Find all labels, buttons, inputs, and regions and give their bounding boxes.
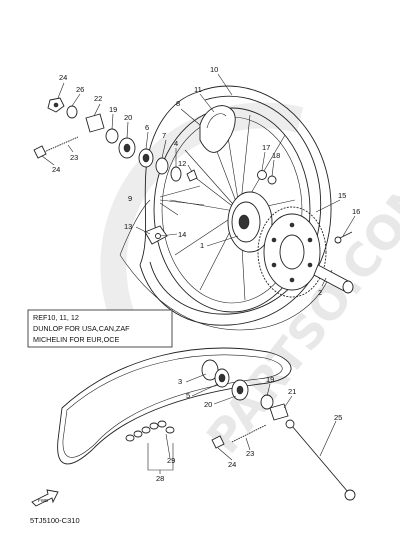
callout-20-upper: 20 bbox=[124, 113, 132, 122]
callout-5-lower: 5 bbox=[186, 391, 190, 400]
callout-12: 12 bbox=[178, 159, 186, 168]
callout-27: 26 bbox=[76, 85, 84, 94]
callout-9: 9 bbox=[128, 194, 132, 203]
callout-18: 18 bbox=[272, 151, 280, 160]
callout-24-lower: 24 bbox=[228, 460, 236, 469]
callout-13: 13 bbox=[124, 222, 132, 231]
callout-10: 10 bbox=[210, 65, 218, 74]
fwd-arrow: FWD bbox=[31, 489, 59, 507]
left-hardware bbox=[33, 97, 205, 216]
callout-25: 25 bbox=[334, 413, 342, 422]
inner-tube bbox=[199, 105, 236, 153]
callout-19-upper: 19 bbox=[109, 105, 117, 114]
callout-14: 14 bbox=[178, 230, 186, 239]
note-line-2: DUNLOP FOR USA,CAN,ZAF bbox=[33, 324, 130, 333]
note-box: REF10, 11, 12 DUNLOP FOR USA,CAN,ZAF MIC… bbox=[27, 309, 173, 348]
callout-23-upper: 23 bbox=[70, 153, 78, 162]
collar bbox=[313, 264, 354, 294]
callout-6: 6 bbox=[145, 123, 149, 132]
callout-22: 22 bbox=[94, 94, 102, 103]
callout-28: 28 bbox=[156, 474, 164, 483]
bolt-16 bbox=[334, 231, 353, 244]
callout-20-lower: 20 bbox=[204, 400, 212, 409]
callout-29: 29 bbox=[167, 456, 175, 465]
callout-17: 17 bbox=[262, 143, 270, 152]
diagram-code: 5TJ5100-C310 bbox=[30, 516, 80, 525]
fwd-label: FWD bbox=[38, 498, 49, 503]
callout-26: 24 bbox=[59, 73, 67, 82]
callout-4: 4 bbox=[174, 139, 178, 148]
nut-17-18 bbox=[257, 170, 277, 185]
note-line-3: MICHELIN FOR EUR,OCE bbox=[33, 335, 119, 344]
callout-16: 16 bbox=[352, 207, 360, 216]
callout-1: 1 bbox=[200, 241, 204, 250]
callouts: 24 26 22 19 20 6 7 4 23 24 8 11 10 12 9 … bbox=[52, 65, 360, 483]
callout-23-lower: 23 bbox=[246, 449, 254, 458]
note-line-1: REF10, 11, 12 bbox=[33, 313, 79, 322]
hub bbox=[227, 191, 273, 253]
lower-hardware bbox=[201, 359, 356, 501]
callout-19-lower: 19 bbox=[266, 375, 274, 384]
bracket-13 bbox=[144, 225, 168, 245]
callout-2: 2 bbox=[318, 288, 322, 297]
callout-21: 21 bbox=[288, 387, 296, 396]
callout-3-lower: 3 bbox=[178, 377, 182, 386]
callout-15: 15 bbox=[338, 191, 346, 200]
callout-24-upper: 24 bbox=[52, 165, 60, 174]
callout-11: 11 bbox=[194, 85, 202, 94]
sprocket bbox=[257, 206, 327, 298]
callout-7: 7 bbox=[162, 131, 166, 140]
leader-lines bbox=[41, 73, 356, 474]
drive-chain bbox=[57, 347, 292, 465]
callout-8: 8 bbox=[176, 99, 180, 108]
